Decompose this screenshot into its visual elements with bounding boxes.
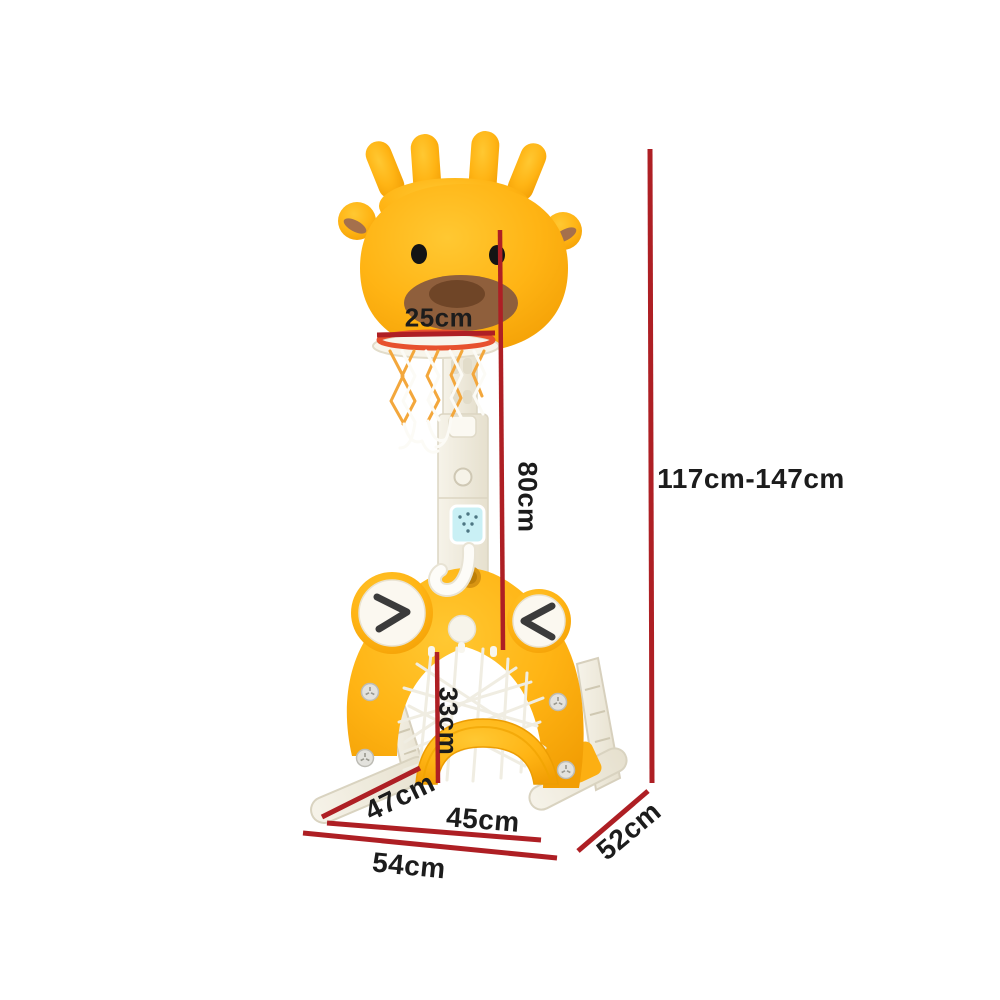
dim-line-goal-width (326, 820, 542, 843)
body-frame (346, 566, 584, 788)
ear-left (338, 202, 376, 240)
score-panel (449, 504, 486, 545)
goal-arch (415, 718, 559, 785)
net-clip (448, 415, 477, 438)
eye-left (411, 244, 427, 264)
dim-line-base-width (302, 830, 558, 861)
dim-line-overall-height (647, 148, 655, 784)
backboard-deer-head (338, 131, 582, 353)
hoop-net (388, 349, 487, 454)
hanger-hook (428, 542, 477, 597)
dim-line-goal-height (434, 651, 441, 784)
dim-label-goal-width: 45cm (445, 801, 521, 838)
dim-line-side-depth (576, 789, 650, 853)
dim-label-goal-height: 33cm (433, 686, 464, 756)
chevron-left-icon (520, 602, 556, 641)
dim-label-rim-width: 25cm (404, 302, 474, 333)
screws (355, 682, 576, 780)
dim-label-pole-height: 80cm (512, 461, 543, 533)
dim-line-front-depth (320, 765, 422, 820)
pole-adjust-hole (453, 467, 473, 487)
eye-right (489, 245, 505, 265)
nose-button (447, 614, 477, 644)
dimension-lines (302, 148, 655, 861)
dim-line-pole-height (497, 229, 506, 651)
eye-disc-left (351, 572, 433, 654)
nose (429, 280, 485, 308)
dim-label-overall-height: 117cm-147cm (657, 463, 845, 494)
eye-disc-right (507, 589, 571, 653)
chevron-right-icon (373, 593, 411, 633)
dim-line-rim-width (376, 330, 496, 338)
